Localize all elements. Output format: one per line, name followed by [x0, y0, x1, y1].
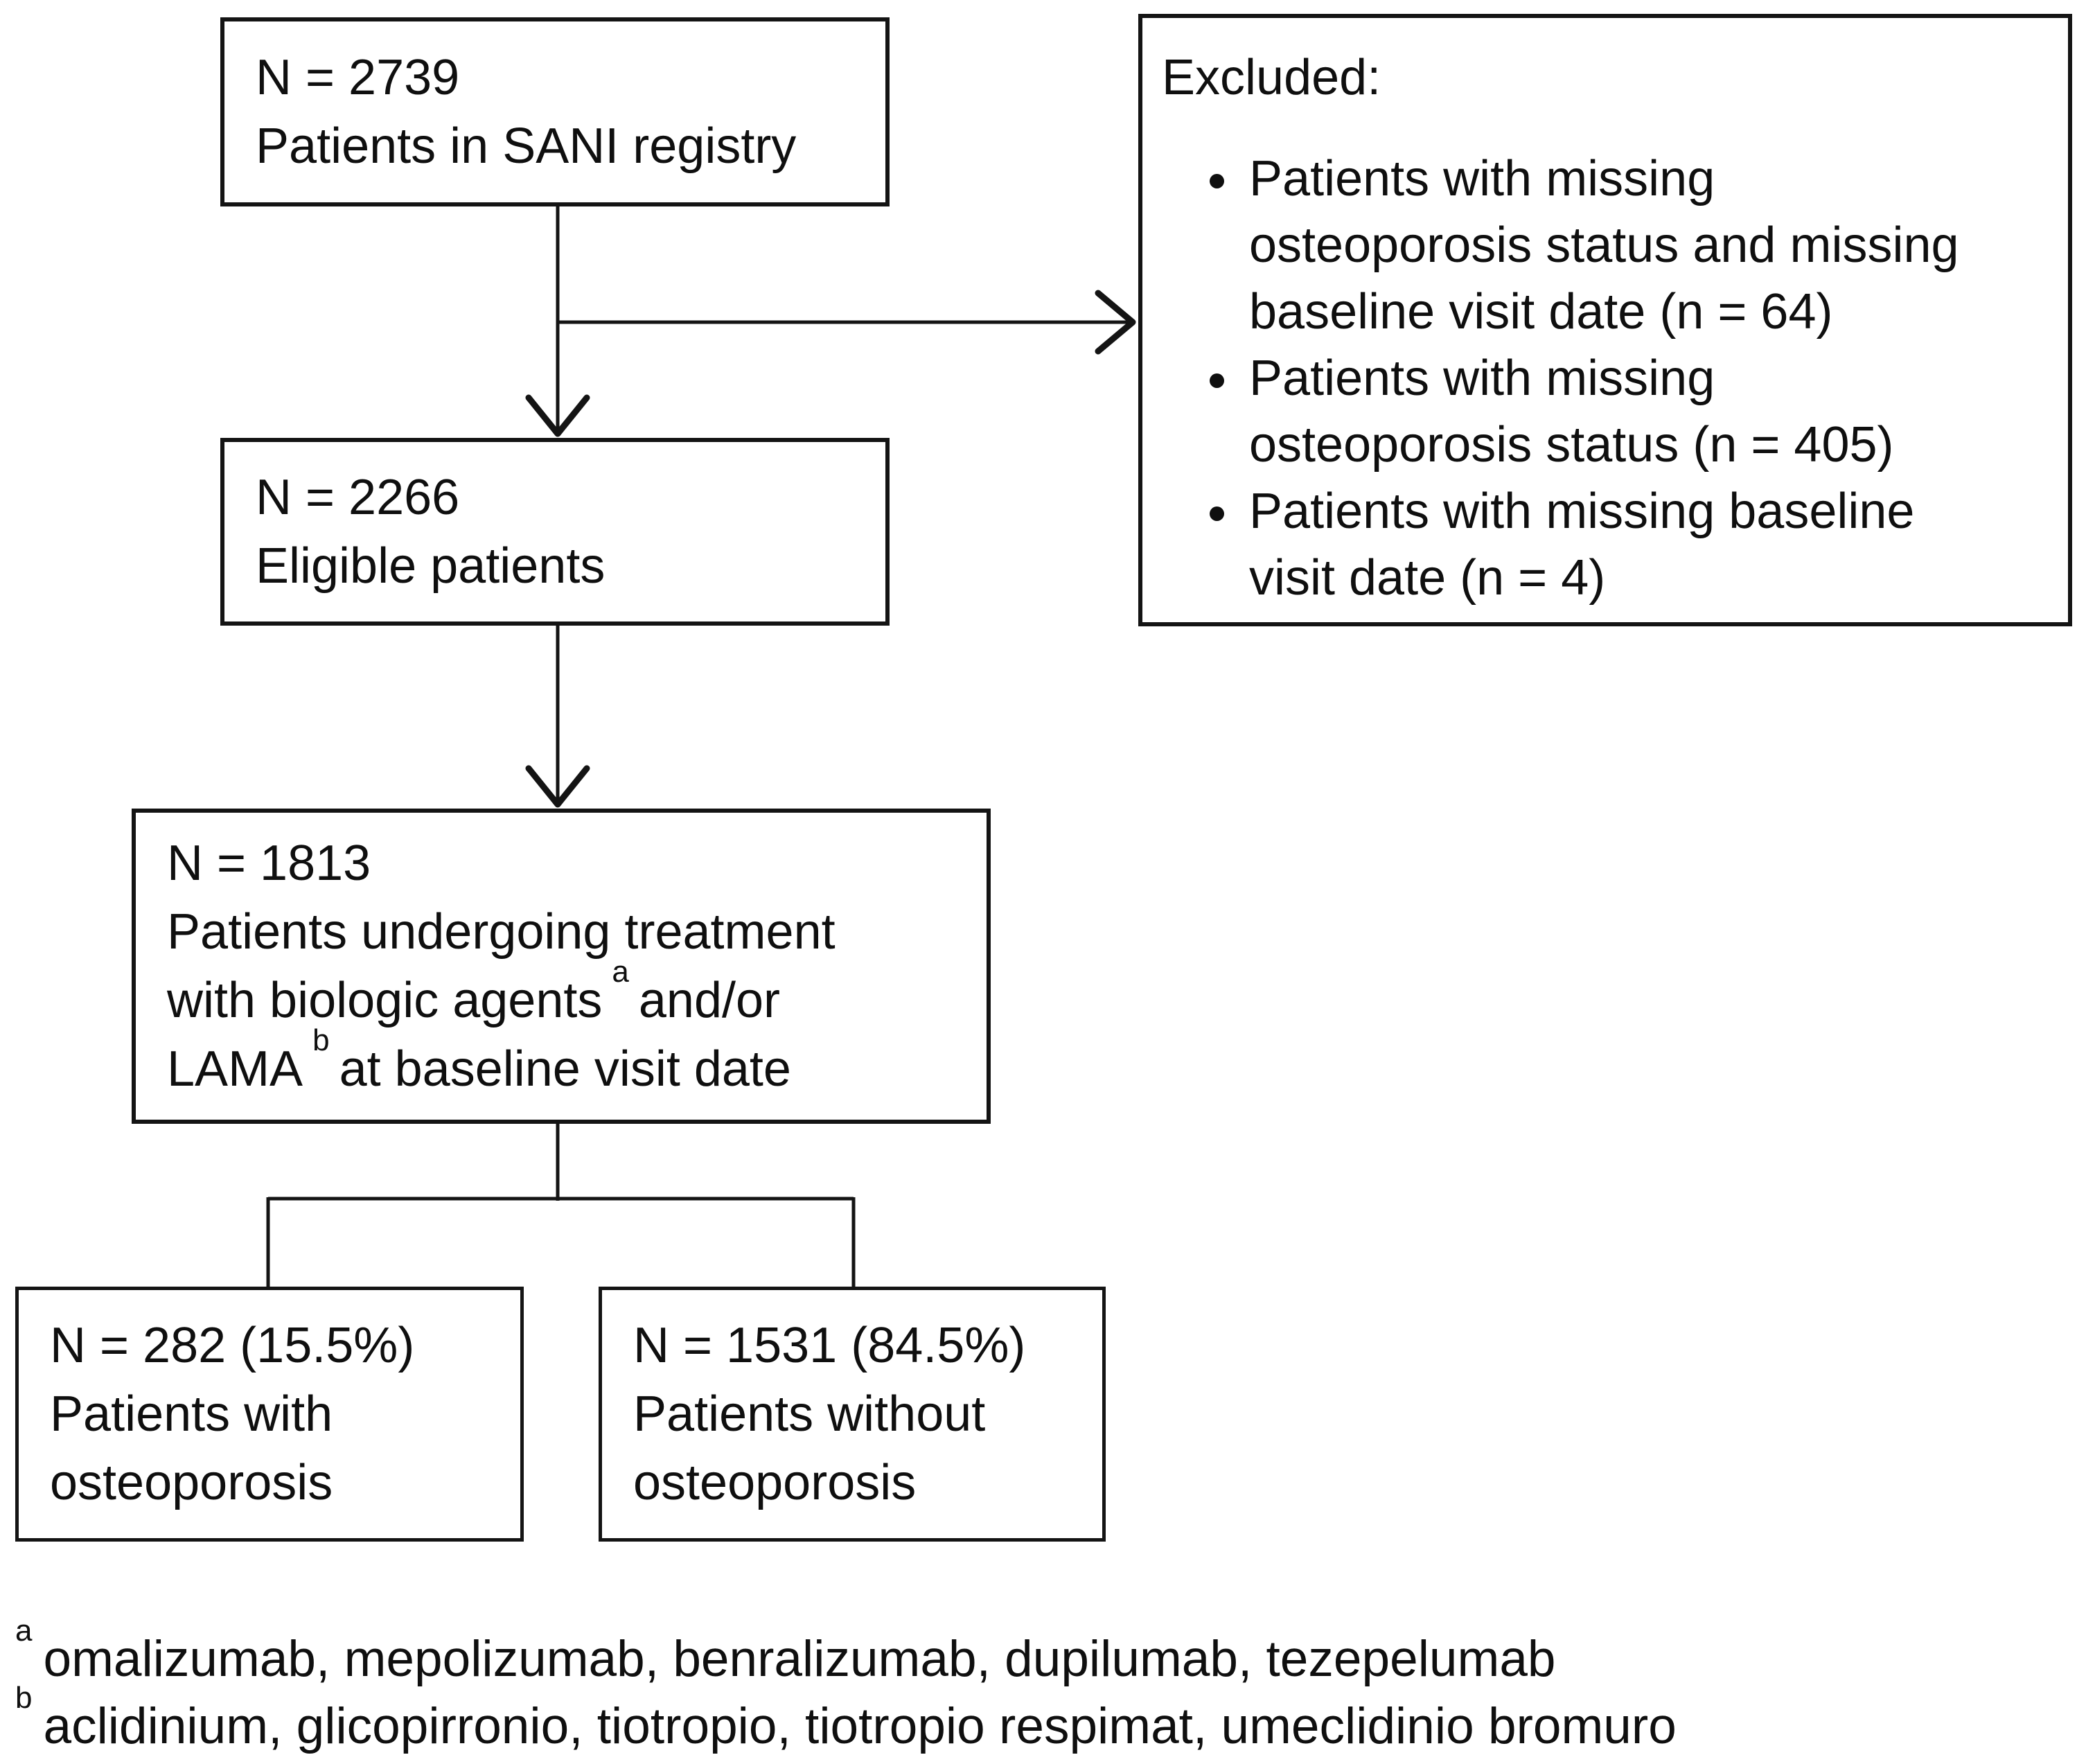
eligible-label: Eligible patients: [256, 538, 606, 594]
eligible-count: N = 2266: [256, 469, 460, 525]
excluded-item: Patients with missing baseline visit dat…: [1244, 478, 2006, 611]
registry-count: N = 2739: [256, 49, 460, 105]
excluded-box: Excluded: Patients with missing osteopor…: [1138, 14, 2072, 626]
no-osteoporosis-label: Patients without osteoporosis: [633, 1386, 986, 1510]
excluded-item-text: Patients with missing osteoporosis statu…: [1249, 351, 1894, 473]
no-osteoporosis-count: N = 1531 (84.5%): [633, 1317, 1026, 1373]
treatment-label-line: Patients undergoing treatment: [167, 903, 836, 960]
excluded-item-text: Patients with missing baseline visit dat…: [1249, 484, 1915, 606]
registry-box: N = 2739 Patients in SANI registry: [220, 17, 890, 206]
treatment-label-line: with biologic agentsaand/or: [167, 954, 781, 1028]
registry-label: Patients in SANI registry: [256, 118, 797, 174]
osteoporosis-count: N = 282 (15.5%): [50, 1317, 415, 1373]
footnote-a-text: omalizumab, mepolizumab, benralizumab, d…: [43, 1631, 1556, 1687]
excluded-item: Patients with missing osteoporosis statu…: [1244, 145, 2006, 345]
footnote-b: b aclidinium, glicopirronio, tiotropio, t…: [15, 1682, 1677, 1760]
treatment-box: N = 1813 Patients undergoing treatment w…: [132, 809, 991, 1124]
footnote-a: a omalizumab, mepolizumab, benralizumab, …: [15, 1615, 1677, 1693]
footnote-a-marker: a: [15, 1613, 33, 1648]
no-osteoporosis-box: N = 1531 (84.5%) Patients without osteop…: [599, 1287, 1106, 1542]
footnotes: a omalizumab, mepolizumab, benralizumab, …: [15, 1615, 1677, 1760]
footnote-b-marker: b: [15, 1680, 33, 1715]
excluded-item-text: Patients with missing osteoporosis statu…: [1249, 151, 1959, 339]
eligible-box: N = 2266 Eligible patients: [220, 438, 890, 626]
arrowhead-right-excluded-icon: [1095, 290, 1136, 355]
footnote-b-text: aclidinium, glicopirronio, tiotropio, ti…: [43, 1698, 1677, 1754]
osteoporosis-label: Patients with osteoporosis: [50, 1386, 333, 1510]
arrowhead-down-treatment-icon: [525, 765, 590, 808]
arrowhead-down-eligible-icon: [525, 394, 590, 437]
osteoporosis-box: N = 282 (15.5%) Patients with osteoporos…: [15, 1287, 524, 1542]
excluded-list: Patients with missing osteoporosis statu…: [1162, 145, 2006, 611]
treatment-count: N = 1813: [167, 835, 371, 891]
treatment-label-line: LAMAbat baseline visit date: [167, 1023, 791, 1097]
footnote-marker-b: b: [312, 1023, 330, 1057]
excluded-title: Excluded:: [1162, 50, 1381, 105]
footnote-marker-a: a: [612, 954, 629, 989]
excluded-item: Patients with missing osteoporosis statu…: [1244, 345, 2006, 478]
